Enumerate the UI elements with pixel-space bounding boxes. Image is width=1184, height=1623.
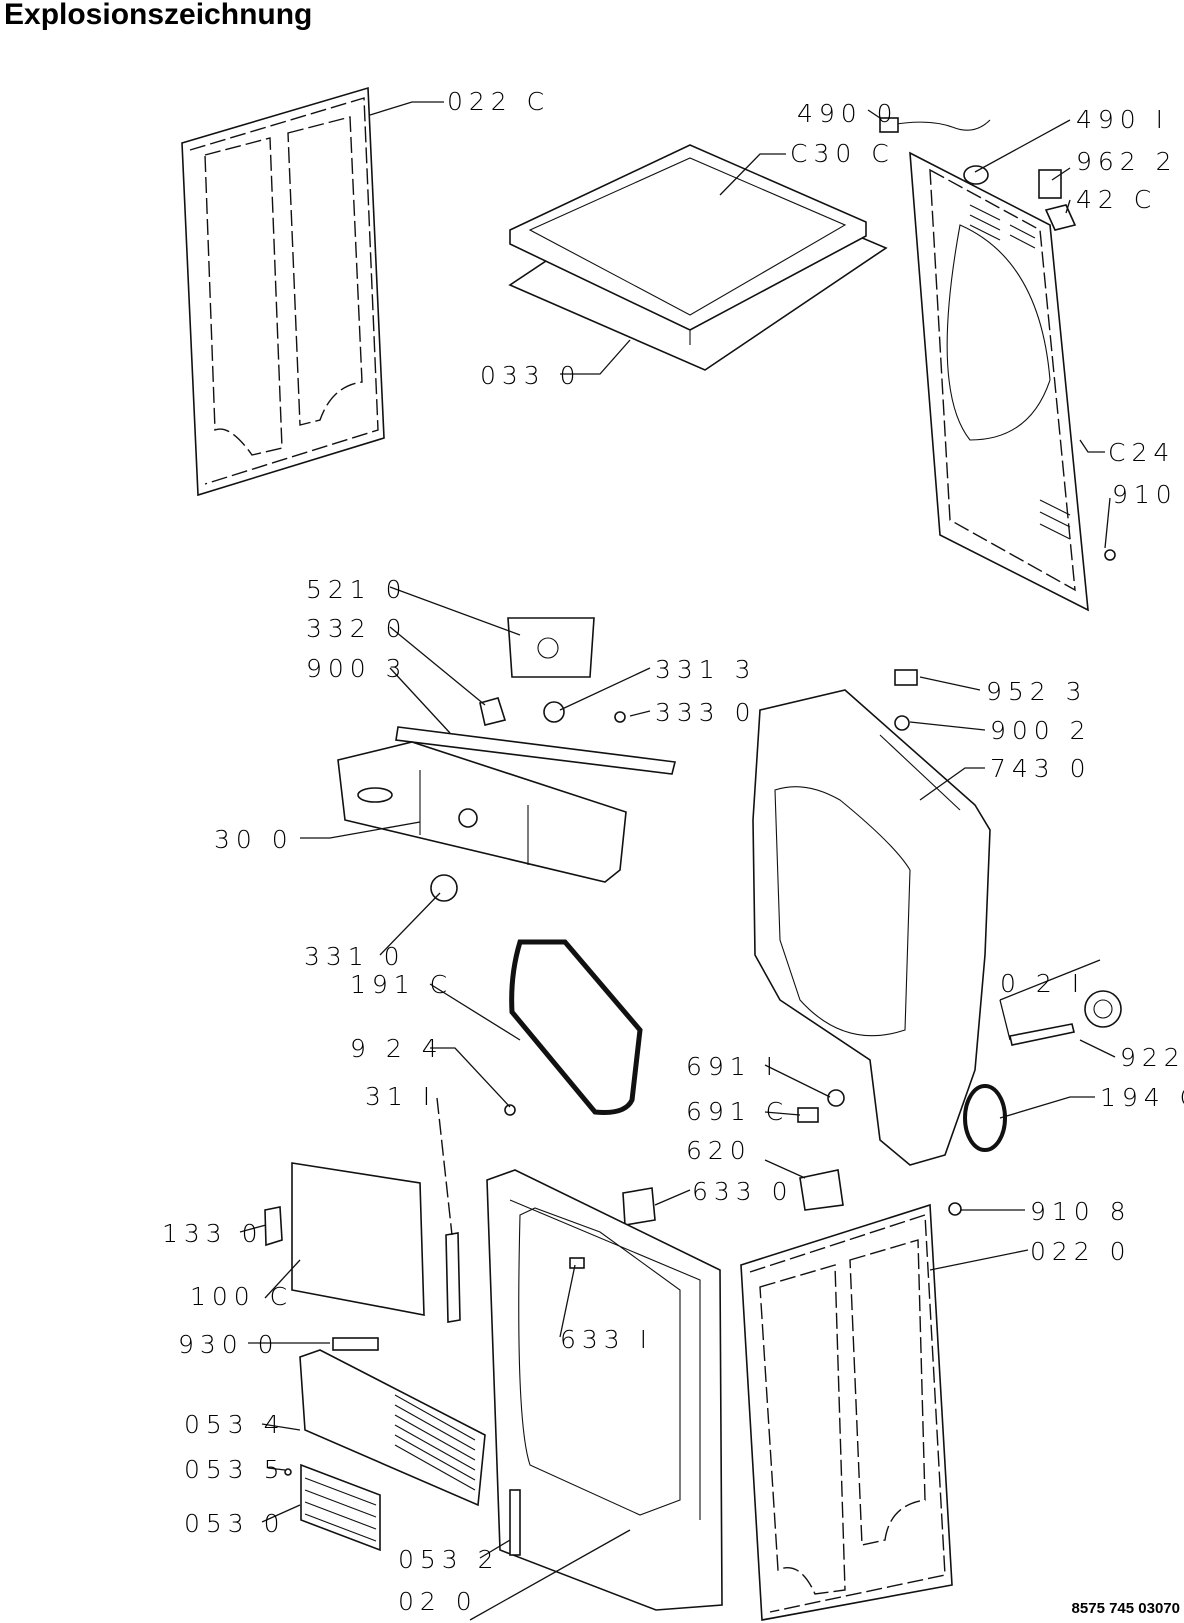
label-333-0: 333 0 xyxy=(655,698,757,727)
side-panel-left xyxy=(181,86,385,497)
label-022-0-bottom: 022 0 xyxy=(1030,1237,1132,1266)
knob-331-3 xyxy=(543,701,565,723)
label-900-2: 900 2 xyxy=(990,716,1092,745)
label-053-2: 053 2 xyxy=(398,1545,500,1574)
label-691-1: 691 I xyxy=(686,1052,779,1081)
label-910-1: 910 I xyxy=(1112,480,1184,509)
label-620: 620 xyxy=(686,1136,752,1165)
plinth-053-4 xyxy=(299,1349,486,1507)
label-194-0: 194 C xyxy=(1100,1083,1184,1112)
label-900-3: 900 3 xyxy=(306,654,408,683)
part-053-2 xyxy=(509,1489,521,1556)
part-952-3 xyxy=(894,669,918,686)
label-053-4: 053 4 xyxy=(184,1410,286,1439)
page-title: Explosionszeichnung xyxy=(4,0,313,31)
label-952-3: 952 3 xyxy=(986,677,1088,706)
door-seal xyxy=(509,939,643,1115)
label-490-0: 490 0 xyxy=(797,99,899,128)
control-panel xyxy=(337,741,627,883)
label-922-1: 922 I xyxy=(1120,1043,1184,1072)
control-board xyxy=(507,617,595,678)
label-191-0: 191 C xyxy=(350,970,453,999)
part-691-0 xyxy=(797,1107,819,1123)
label-332-0: 332 0 xyxy=(306,614,408,643)
document-number: 8575 745 03070 xyxy=(1071,1600,1180,1617)
label-743-0: 743 0 xyxy=(990,754,1092,783)
label-133-0: 133 0 xyxy=(162,1219,264,1248)
part-900-2 xyxy=(894,715,910,731)
screw-924 xyxy=(504,1104,516,1116)
part-053-5 xyxy=(284,1468,292,1476)
label-022-0-top: 022 C xyxy=(447,87,550,116)
label-962-2: 962 2 xyxy=(1076,147,1178,176)
label-033-0: 033 0 xyxy=(480,361,582,390)
hinge-bar xyxy=(445,1232,461,1323)
part-633-0 xyxy=(622,1187,656,1226)
door-handle xyxy=(264,1206,283,1247)
screw-910-8 xyxy=(948,1202,962,1216)
label-053-0: 053 0 xyxy=(184,1509,286,1538)
label-521-0: 521 0 xyxy=(306,575,408,604)
front-panel xyxy=(486,1169,723,1611)
label-021: 0 2 I xyxy=(1000,969,1085,998)
part-962-2 xyxy=(1038,169,1062,199)
label-053-5: 053 5 xyxy=(184,1455,286,1484)
belt-ring xyxy=(963,1084,1007,1152)
plug-part xyxy=(879,117,899,133)
label-490-1: 490 I xyxy=(1076,105,1169,134)
shaft-assembly xyxy=(1009,990,1122,1046)
part-labels: 022 C 490 0 490 I C30 C 962 2 42 C 033 0… xyxy=(162,87,1184,1616)
label-633-1: 633 I xyxy=(560,1325,653,1354)
label-910-8: 910 8 xyxy=(1030,1197,1132,1226)
label-024-0: C24 C xyxy=(1108,438,1184,467)
clip-332-0 xyxy=(479,697,507,726)
top-cover xyxy=(508,144,888,371)
part-691-1 xyxy=(827,1089,845,1107)
label-30-0: 30 0 xyxy=(214,825,294,854)
part-620 xyxy=(799,1169,844,1211)
label-42-0: 42 C xyxy=(1076,185,1157,214)
knob-331-0 xyxy=(430,874,458,902)
side-panel-right xyxy=(740,1203,953,1621)
label-924: 9 2 4 xyxy=(350,1034,444,1063)
part-333-0 xyxy=(614,711,626,723)
label-331-3: 331 3 xyxy=(655,655,757,684)
filter-grille-053-0 xyxy=(300,1463,381,1552)
label-02-0: 02 0 xyxy=(398,1587,478,1616)
label-030-0: C30 C xyxy=(790,139,895,168)
screw-910-1 xyxy=(1104,549,1116,561)
label-31-1: 31 I xyxy=(365,1082,436,1111)
crossbar-900-3 xyxy=(395,726,676,775)
leader-lines xyxy=(239,101,1116,1621)
label-691-0: 691 C xyxy=(686,1097,789,1126)
part-633-1 xyxy=(569,1257,585,1269)
part-930-0 xyxy=(332,1337,379,1351)
power-cord xyxy=(889,119,991,131)
label-100-0: 100 C xyxy=(190,1282,293,1311)
label-930-0: 930 0 xyxy=(178,1330,280,1359)
part-42-0 xyxy=(1044,204,1077,231)
label-331-0: 331 0 xyxy=(304,942,406,971)
cord-grommet xyxy=(963,165,989,185)
door xyxy=(291,1162,425,1316)
drum-housing xyxy=(752,689,991,1166)
back-panel xyxy=(909,151,1089,612)
label-633-0: 633 0 xyxy=(692,1177,794,1206)
